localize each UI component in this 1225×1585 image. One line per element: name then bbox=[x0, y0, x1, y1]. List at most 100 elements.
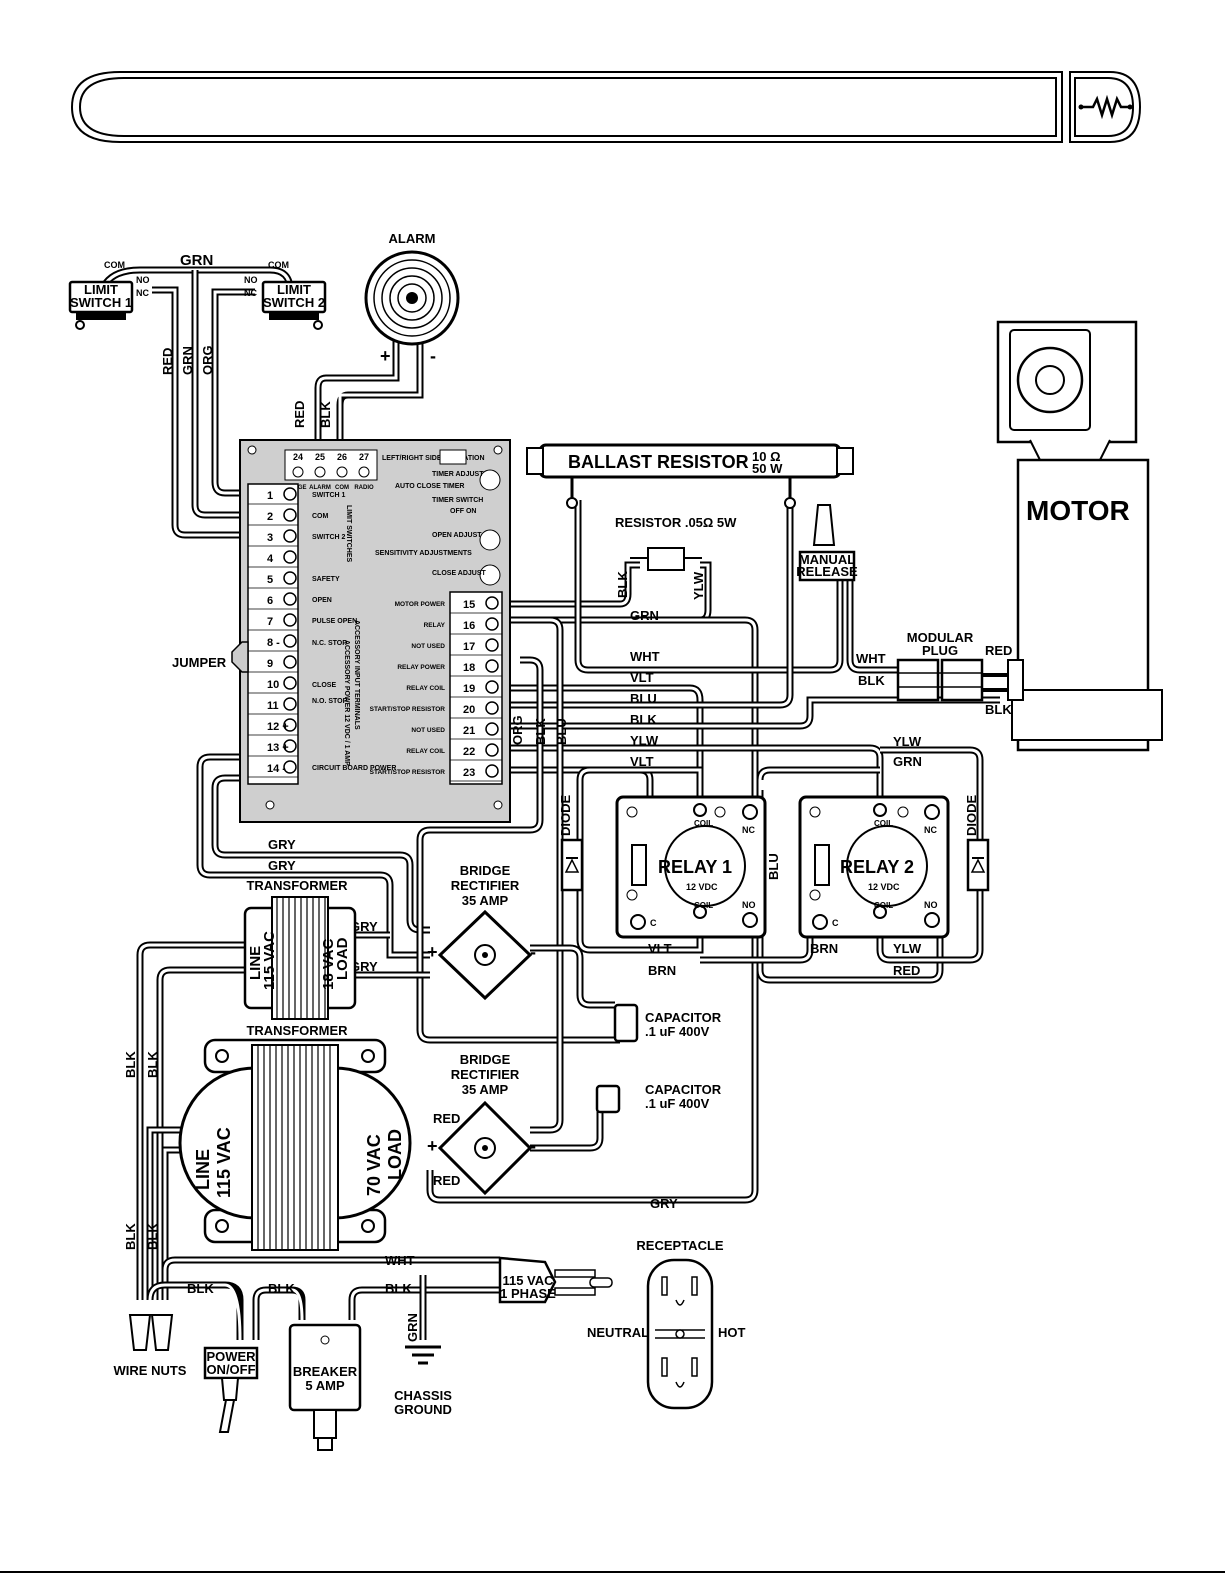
svg-text:NC: NC bbox=[136, 288, 149, 298]
board-left-label: OPEN bbox=[312, 597, 332, 604]
board-terminal-screw bbox=[485, 764, 499, 778]
svg-text:LINE: LINE bbox=[193, 1149, 213, 1190]
board-terminal-screw bbox=[283, 718, 297, 732]
board-right-label: RELAY bbox=[424, 622, 446, 629]
board-terminal-screw bbox=[283, 571, 297, 585]
board-terminal-screw bbox=[485, 701, 499, 715]
receptacle: RECEPTACLE NEUTRAL HOT bbox=[587, 1238, 746, 1410]
transformer-1: TRANSFORMER LINE 115 VAC 18 VAC LOAD bbox=[243, 878, 357, 1020]
svg-text:WHT: WHT bbox=[630, 649, 660, 664]
svg-text:70 VAC: 70 VAC bbox=[364, 1134, 384, 1196]
board-terminal-screw bbox=[283, 739, 297, 753]
board-terminal-screw bbox=[283, 529, 297, 543]
svg-text:CAPACITOR: CAPACITOR bbox=[645, 1010, 722, 1025]
board-terminal-screw bbox=[283, 697, 297, 711]
svg-text:BLK: BLK bbox=[268, 1281, 295, 1296]
svg-text:+: + bbox=[427, 1136, 438, 1156]
svg-text:-: - bbox=[530, 1136, 536, 1156]
board-right-label: NOT USED bbox=[411, 643, 445, 650]
limit-switch-1: LIMIT SWITCH 1 COM NO NC bbox=[68, 260, 150, 330]
board-right-label: RELAY POWER bbox=[397, 664, 445, 671]
left-blk-labels: BLK BLK BLK BLK WHT BLK BLK BLK GRN bbox=[123, 1051, 420, 1342]
board-terminal-screw bbox=[283, 655, 297, 669]
header-banner bbox=[70, 71, 1142, 143]
svg-text:GRY: GRY bbox=[650, 1196, 678, 1211]
board-terminal-label: 2 bbox=[267, 511, 273, 523]
svg-text:VLT: VLT bbox=[630, 670, 654, 685]
board-right-label: RELAY COIL bbox=[406, 748, 445, 755]
svg-text:ALARM: ALARM bbox=[389, 231, 436, 246]
wire-label-red-alarm: RED bbox=[292, 401, 307, 428]
board-terminal-label: 9 bbox=[267, 658, 273, 670]
ballast-resistor: BALLAST RESISTOR 10 Ω 50 W bbox=[526, 443, 854, 509]
svg-text:RED: RED bbox=[433, 1111, 460, 1126]
svg-text:BLK: BLK bbox=[123, 1051, 138, 1078]
resistor-005ohm: RESISTOR .05Ω 5W bbox=[615, 515, 737, 571]
board-terminal-label: 15 bbox=[463, 599, 475, 611]
board-terminal-screw bbox=[485, 722, 499, 736]
svg-text:BLK: BLK bbox=[385, 1281, 412, 1296]
svg-text:10 Ω: 10 Ω bbox=[752, 449, 781, 464]
svg-text:VLT: VLT bbox=[648, 941, 672, 956]
svg-text:CAPACITOR: CAPACITOR bbox=[645, 1082, 722, 1097]
mid-wire-labels: GRN WHT VLT BLU BLK YLW VLT YLW GRN ORG … bbox=[268, 608, 922, 1211]
svg-text:ALARM: ALARM bbox=[309, 485, 331, 491]
board-terminal-screw bbox=[485, 617, 499, 631]
board-terminal-label: 12 + bbox=[267, 721, 289, 733]
svg-text:BLK: BLK bbox=[145, 1223, 160, 1250]
svg-text:BRIDGE: BRIDGE bbox=[460, 1052, 511, 1067]
svg-text:OPEN ADJUST: OPEN ADJUST bbox=[432, 532, 482, 539]
svg-text:BLK: BLK bbox=[145, 1051, 160, 1078]
svg-text:GRN: GRN bbox=[630, 608, 659, 623]
svg-text:BLU: BLU bbox=[554, 718, 569, 745]
board-terminal-label: 1 bbox=[267, 490, 273, 502]
top-terminal-block: 24 25 26 27 EDGE ALARM COM RADIO bbox=[284, 449, 378, 491]
relay-1: RELAY 1 12 VDC COIL COIL C NC NO bbox=[615, 795, 767, 939]
svg-text:GRN: GRN bbox=[893, 754, 922, 769]
svg-text:RELAY 1: RELAY 1 bbox=[658, 857, 732, 877]
svg-text:ACCESSORY INPUT TERMINALS: ACCESSORY INPUT TERMINALS bbox=[353, 620, 360, 730]
svg-text:TIMER ADJUST: TIMER ADJUST bbox=[432, 471, 484, 478]
svg-text:LINE: LINE bbox=[247, 946, 264, 980]
svg-text:PLUG: PLUG bbox=[922, 643, 958, 658]
svg-text:-: - bbox=[430, 346, 436, 366]
svg-text:ON/OFF: ON/OFF bbox=[206, 1362, 255, 1377]
svg-text:1 PHASE: 1 PHASE bbox=[500, 1286, 556, 1301]
svg-text:RECTIFIER: RECTIFIER bbox=[451, 878, 520, 893]
board-terminal-label: 11 bbox=[267, 700, 279, 712]
svg-text:DIODE: DIODE bbox=[558, 795, 573, 837]
svg-text:WIRE NUTS: WIRE NUTS bbox=[114, 1363, 187, 1378]
svg-text:COIL: COIL bbox=[694, 819, 713, 828]
svg-text:BLK: BLK bbox=[123, 1223, 138, 1250]
relay-2: RELAY 2 12 VDC COIL COIL C NC NO bbox=[798, 795, 950, 939]
svg-text:NO: NO bbox=[742, 900, 756, 910]
control-board: 24 25 26 27 EDGE ALARM COM RADIO LEFT/RI… bbox=[239, 439, 511, 823]
board-left-label: COM bbox=[312, 513, 329, 520]
svg-text:27: 27 bbox=[359, 452, 369, 462]
svg-text:SWITCH 1: SWITCH 1 bbox=[70, 295, 132, 310]
alarm: ALARM + - bbox=[364, 231, 460, 366]
power-plug: 115 VAC 1 PHASE bbox=[498, 1256, 613, 1304]
board-terminal-label: 7 bbox=[267, 616, 273, 628]
board-terminal-screw bbox=[485, 638, 499, 652]
wire-label-blk-plug: BLK bbox=[858, 673, 885, 688]
board-left-label: SWITCH 1 bbox=[312, 492, 346, 499]
board-terminal-screw bbox=[283, 550, 297, 564]
board-terminal-label: 22 bbox=[463, 746, 475, 758]
board-terminal-screw bbox=[283, 592, 297, 606]
svg-text:COIL: COIL bbox=[874, 901, 893, 910]
svg-text:POWER: POWER bbox=[206, 1349, 256, 1364]
svg-text:COM: COM bbox=[104, 260, 125, 270]
board-terminal-label: 23 bbox=[463, 767, 475, 779]
bridge-rectifier-1: BRIDGE RECTIFIER 35 AMP + - bbox=[427, 863, 536, 1001]
svg-text:BALLAST RESISTOR: BALLAST RESISTOR bbox=[568, 452, 749, 472]
svg-text:ACCESSORY POWER 12 VDC / 1 AMP: ACCESSORY POWER 12 VDC / 1 AMP bbox=[343, 640, 350, 766]
svg-text:GRY: GRY bbox=[350, 959, 378, 974]
svg-text:RED: RED bbox=[433, 1173, 460, 1188]
board-terminal-screw bbox=[283, 760, 297, 774]
board-terminal-screw bbox=[283, 634, 297, 648]
board-terminal-label: 8 - bbox=[267, 637, 280, 649]
svg-text:.1 uF 400V: .1 uF 400V bbox=[645, 1096, 710, 1111]
